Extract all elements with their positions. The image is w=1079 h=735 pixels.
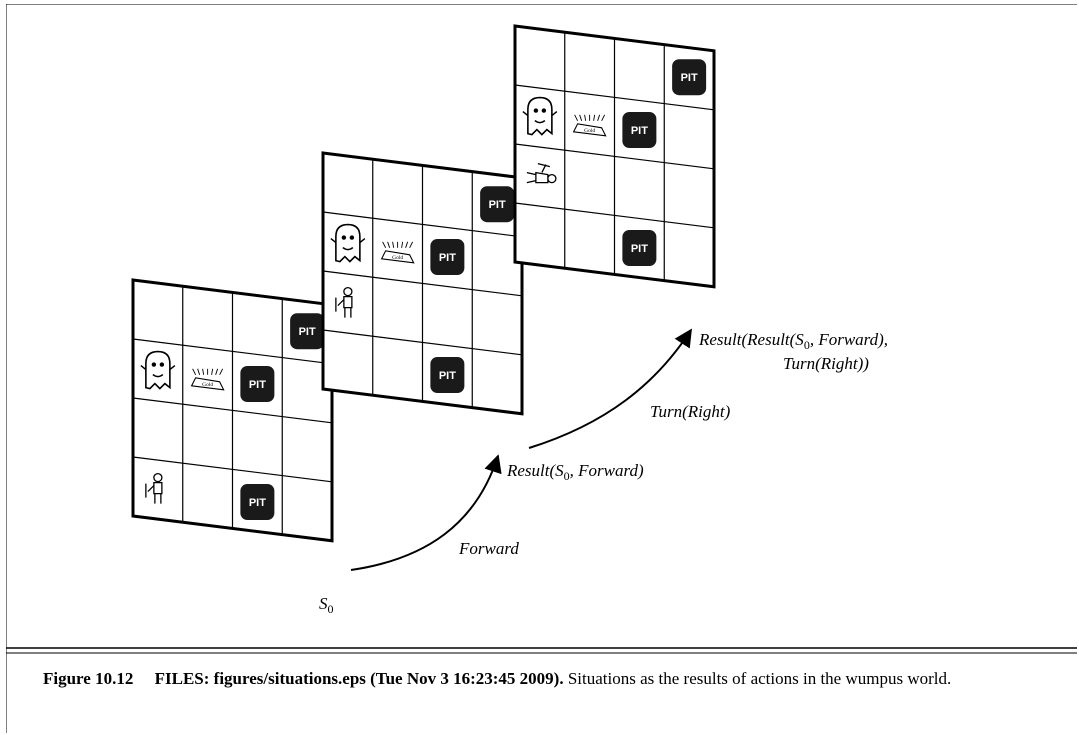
svg-text:PIT: PIT [439,252,456,264]
pit-icon: PIT [430,357,465,393]
svg-text:PIT: PIT [249,497,266,509]
grid-result1: PIT PIT PIT Gold [321,151,524,416]
gold-icon: Gold [380,241,415,264]
svg-text:PIT: PIT [299,326,316,338]
svg-text:PIT: PIT [489,199,506,211]
label-result-forward: Result(S0, Forward) [507,461,644,483]
agent-icon [145,472,163,504]
label-s0: S0 [319,594,334,616]
pit-icon: PIT [430,239,465,275]
label-turn-right: Turn(Right) [650,402,731,421]
caption-files: FILES: figures/situations.eps (Tue Nov 3… [154,669,564,688]
grid-result2: PIT PIT PIT Gold [513,24,716,289]
pit-icon: PIT [290,313,325,350]
pit-icon: PIT [240,366,275,402]
agent-icon [526,162,557,184]
gold-icon: Gold [190,368,225,391]
wumpus-icon [140,350,176,390]
pit-icon: PIT [480,186,515,223]
caption-figure-number: Figure 10.12 [43,669,134,688]
wumpus-icon [330,223,366,263]
frame-border [6,4,1077,733]
figure-caption: Figure 10.12 FILES: figures/situations.e… [43,667,1043,691]
svg-text:PIT: PIT [249,379,266,391]
label-result-turn-line2: Turn(Right)) [783,354,869,373]
turn-right-arrow [528,328,692,449]
wumpus-icon [522,96,558,136]
agent-icon [335,286,353,318]
pit-icon: PIT [622,112,657,148]
caption-text: Situations as the results of actions in … [567,669,952,688]
svg-text:PIT: PIT [681,72,698,84]
svg-text:Gold: Gold [392,255,403,261]
pit-icon: PIT [622,230,657,266]
label-forward: Forward [459,539,519,558]
grid-s0: PIT PIT PIT Gold [131,278,334,543]
forward-arrow [350,454,502,571]
pit-icon: PIT [240,484,275,520]
svg-text:PIT: PIT [439,370,456,382]
label-result-turn-line1: Result(Result(S0, Forward), [699,330,889,352]
pit-icon: PIT [672,59,707,96]
gold-icon: Gold [572,114,607,137]
svg-text:PIT: PIT [631,125,648,137]
svg-text:PIT: PIT [631,243,648,255]
svg-text:Gold: Gold [584,128,595,134]
svg-text:Gold: Gold [202,382,213,388]
